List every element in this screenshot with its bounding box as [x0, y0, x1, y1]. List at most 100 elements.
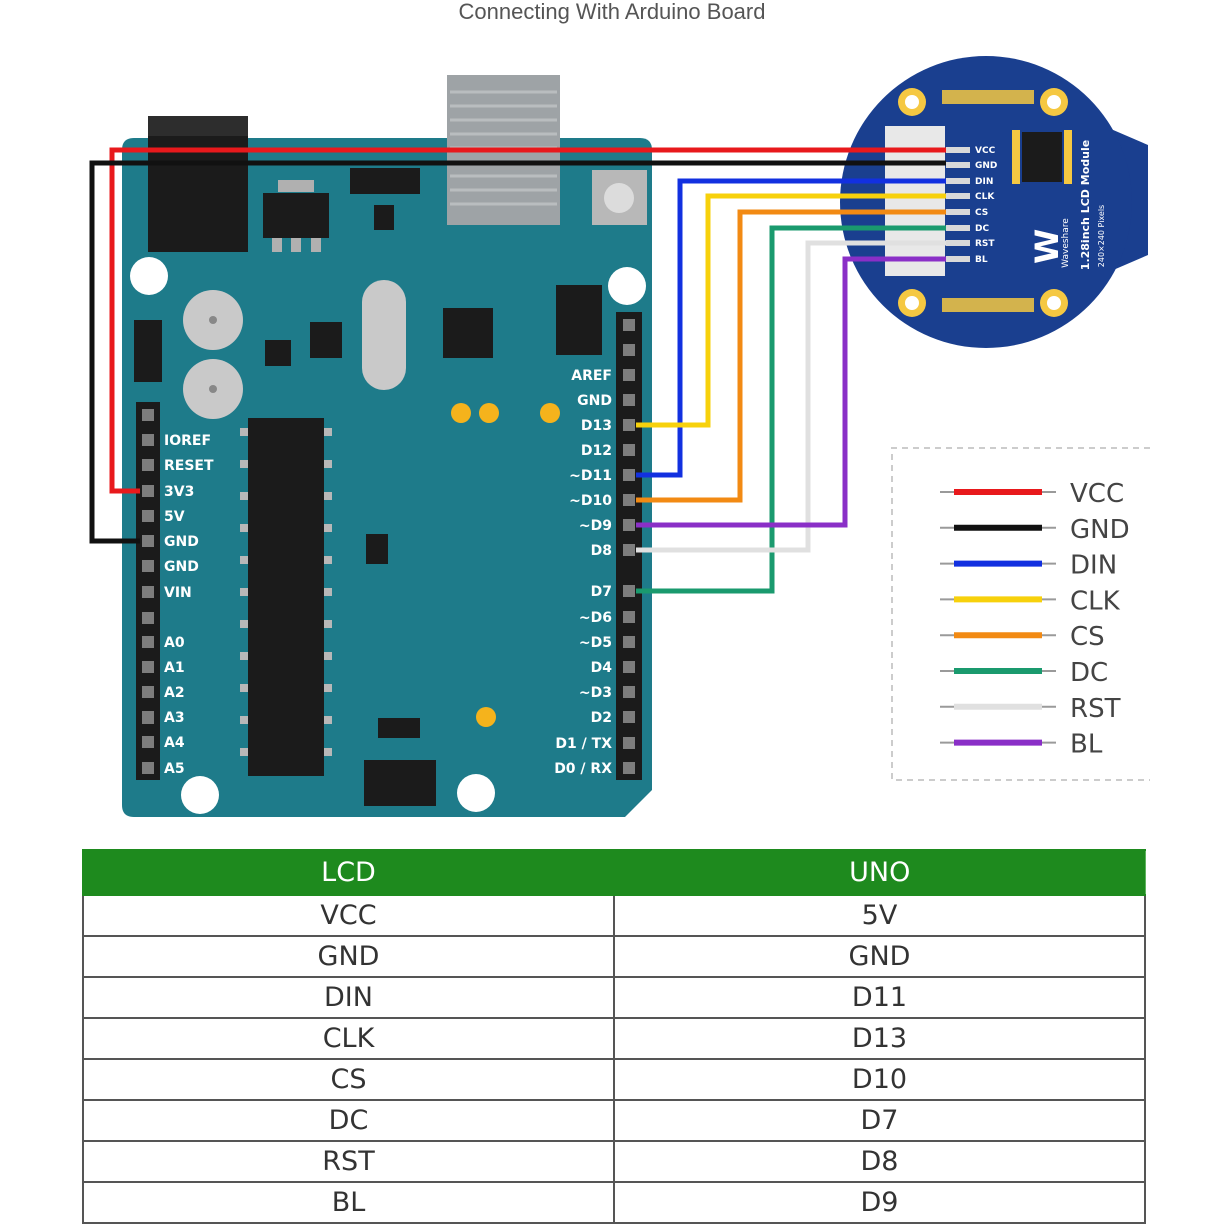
- pin-socket: [142, 485, 154, 497]
- pin-label: GND: [164, 534, 199, 550]
- module-pixels: 240×240 Pixels: [1097, 205, 1106, 267]
- led: [451, 403, 471, 423]
- pin-label: A2: [164, 685, 185, 701]
- pin-socket: [623, 494, 635, 506]
- wire-bl: [636, 256, 946, 528]
- lcd-pin-cell: VCC: [82, 894, 615, 937]
- pin-label: A5: [164, 761, 185, 777]
- pin-label: 3V3: [164, 484, 194, 500]
- pin-socket: [623, 319, 635, 331]
- lcd-pin-cell: CLK: [82, 1017, 615, 1060]
- mount-hole: [181, 776, 219, 814]
- pin-label: A3: [164, 710, 185, 726]
- pin-socket: [142, 535, 154, 547]
- module-pin-label: BL: [975, 255, 988, 265]
- module-pin-label: CS: [975, 208, 988, 218]
- pin-label: A1: [164, 660, 185, 676]
- lcd-pin-cell: CS: [82, 1058, 615, 1101]
- legend-label: RST: [1070, 694, 1121, 724]
- pin-socket: [623, 344, 635, 356]
- wire-din: [636, 178, 946, 478]
- lcd-pin-cell: DIN: [82, 976, 615, 1019]
- mount-hole: [130, 257, 168, 295]
- legend-label: DC: [1070, 658, 1108, 688]
- pin-label: ~D6: [579, 610, 612, 626]
- pin-label: A0: [164, 635, 185, 651]
- module-pin-label: DIN: [975, 177, 993, 187]
- pin-socket: [142, 612, 154, 624]
- waveshare-logo-icon: W: [1028, 229, 1066, 264]
- mount-hole: [608, 267, 646, 305]
- usb-controller-chip: [443, 308, 493, 358]
- module-pin: [946, 193, 970, 199]
- pin-socket: [142, 459, 154, 471]
- module-pin-label: GND: [975, 161, 997, 171]
- uno-pin-cell: D9: [613, 1181, 1146, 1224]
- wire-dc: [636, 225, 946, 594]
- pin-socket: [623, 444, 635, 456]
- pin-label: D1 / TX: [555, 736, 612, 752]
- pin-label: D7: [591, 584, 612, 600]
- pin-label: GND: [164, 559, 199, 575]
- module-pin: [946, 162, 970, 168]
- legend-box: [891, 447, 1150, 781]
- pin-label: ~D5: [579, 635, 612, 651]
- pin-label: ~D9: [579, 518, 612, 534]
- pin-label: A4: [164, 735, 185, 751]
- uno-pin-cell: D10: [613, 1058, 1146, 1101]
- pin-socket: [623, 544, 635, 556]
- pin-socket: [142, 510, 154, 522]
- pin-socket: [142, 686, 154, 698]
- module-pin: [946, 225, 970, 231]
- module-name: 1.28inch LCD Module: [1079, 140, 1092, 270]
- crystal: [362, 280, 406, 390]
- pin-label: AREF: [571, 368, 612, 384]
- uno-pin-cell: 5V: [613, 894, 1146, 937]
- pin-socket: [623, 369, 635, 381]
- uno-pin-cell: GND: [613, 935, 1146, 978]
- legend-label: VCC: [1070, 479, 1124, 509]
- uno-pin-cell: D13: [613, 1017, 1146, 1060]
- pin-label: D2: [591, 710, 612, 726]
- diagram-title: Connecting With Arduino Board: [458, 0, 766, 24]
- legend-label: CS: [1070, 622, 1105, 652]
- wiring-diagram: IOREFRESET3V35VGNDGNDVINA0A1A2A3A4A5AREF…: [89, 56, 1150, 817]
- pin-label: IOREF: [164, 433, 211, 449]
- lcd-pin-cell: RST: [82, 1140, 615, 1183]
- pin-socket: [142, 712, 154, 724]
- pin-socket: [142, 434, 154, 446]
- pin-socket: [623, 611, 635, 623]
- pin-label: ~D10: [569, 493, 612, 509]
- pin-socket: [623, 737, 635, 749]
- pin-label: ~D11: [569, 468, 612, 484]
- module-pin-label: CLK: [975, 192, 995, 202]
- pin-socket: [623, 469, 635, 481]
- power-jack: [148, 116, 248, 252]
- lcd-pin-cell: DC: [82, 1099, 615, 1142]
- pin-socket: [623, 394, 635, 406]
- pin-socket: [623, 419, 635, 431]
- led: [476, 707, 496, 727]
- table-header-row: LCD UNO: [82, 849, 1146, 896]
- module-pin: [946, 240, 970, 246]
- pin-socket: [623, 519, 635, 531]
- pin-label: GND: [577, 393, 612, 409]
- pin-label: D0 / RX: [554, 761, 612, 777]
- module-pin: [946, 209, 970, 215]
- icsp-header: [556, 285, 602, 355]
- voltage-regulator: [263, 193, 329, 238]
- uno-pin-cell: D8: [613, 1140, 1146, 1183]
- pin-socket: [142, 586, 154, 598]
- uno-pin-cell: D7: [613, 1099, 1146, 1142]
- pin-socket: [142, 762, 154, 774]
- pin-socket: [142, 661, 154, 673]
- icsp-header: [364, 760, 436, 806]
- pin-socket: [623, 661, 635, 673]
- pin-socket: [623, 585, 635, 597]
- pin-label: D4: [591, 660, 613, 676]
